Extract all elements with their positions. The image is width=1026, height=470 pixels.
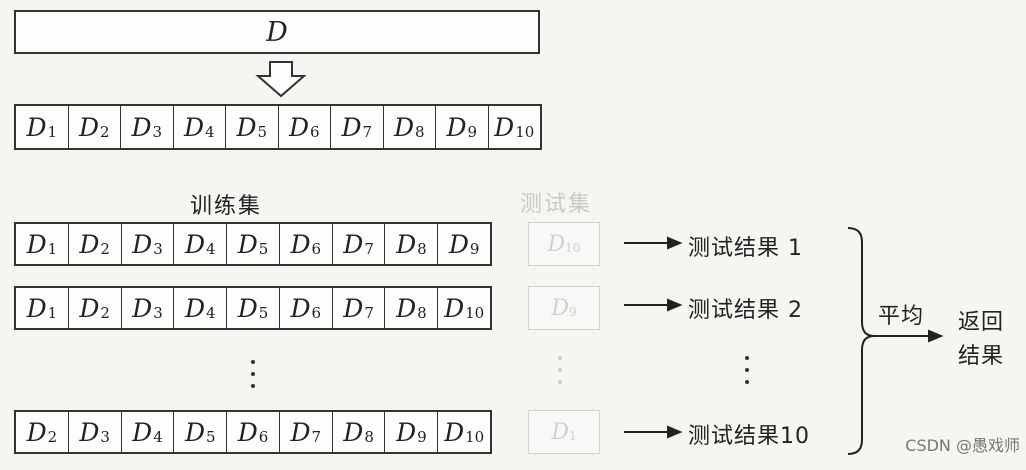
ellipsis-dots	[744, 356, 750, 392]
result-arrow-icon	[624, 298, 683, 312]
return-label: 返回	[958, 310, 1005, 335]
test-result-label: 测试结果 1	[688, 236, 803, 261]
brace-icon	[847, 227, 875, 455]
test-result-label: 测试结果10	[688, 424, 810, 449]
average-label: 平均	[878, 304, 925, 329]
average-arrow-icon	[874, 329, 944, 343]
return-label: 结果	[958, 344, 1005, 369]
dataset-box: D	[14, 10, 540, 54]
test-set-label: 测试集	[520, 192, 593, 217]
test-result-label: 测试结果 2	[688, 298, 803, 323]
train-set-label: 训练集	[190, 194, 263, 219]
result-arrow-icon	[624, 236, 683, 250]
split-arrow-icon	[255, 61, 307, 98]
ellipsis-dots	[557, 356, 563, 392]
dataset-label: D	[266, 16, 288, 48]
watermark: CSDN @愚戏师	[905, 436, 1020, 455]
ellipsis-dots	[250, 360, 256, 396]
result-arrow-icon	[624, 425, 683, 439]
